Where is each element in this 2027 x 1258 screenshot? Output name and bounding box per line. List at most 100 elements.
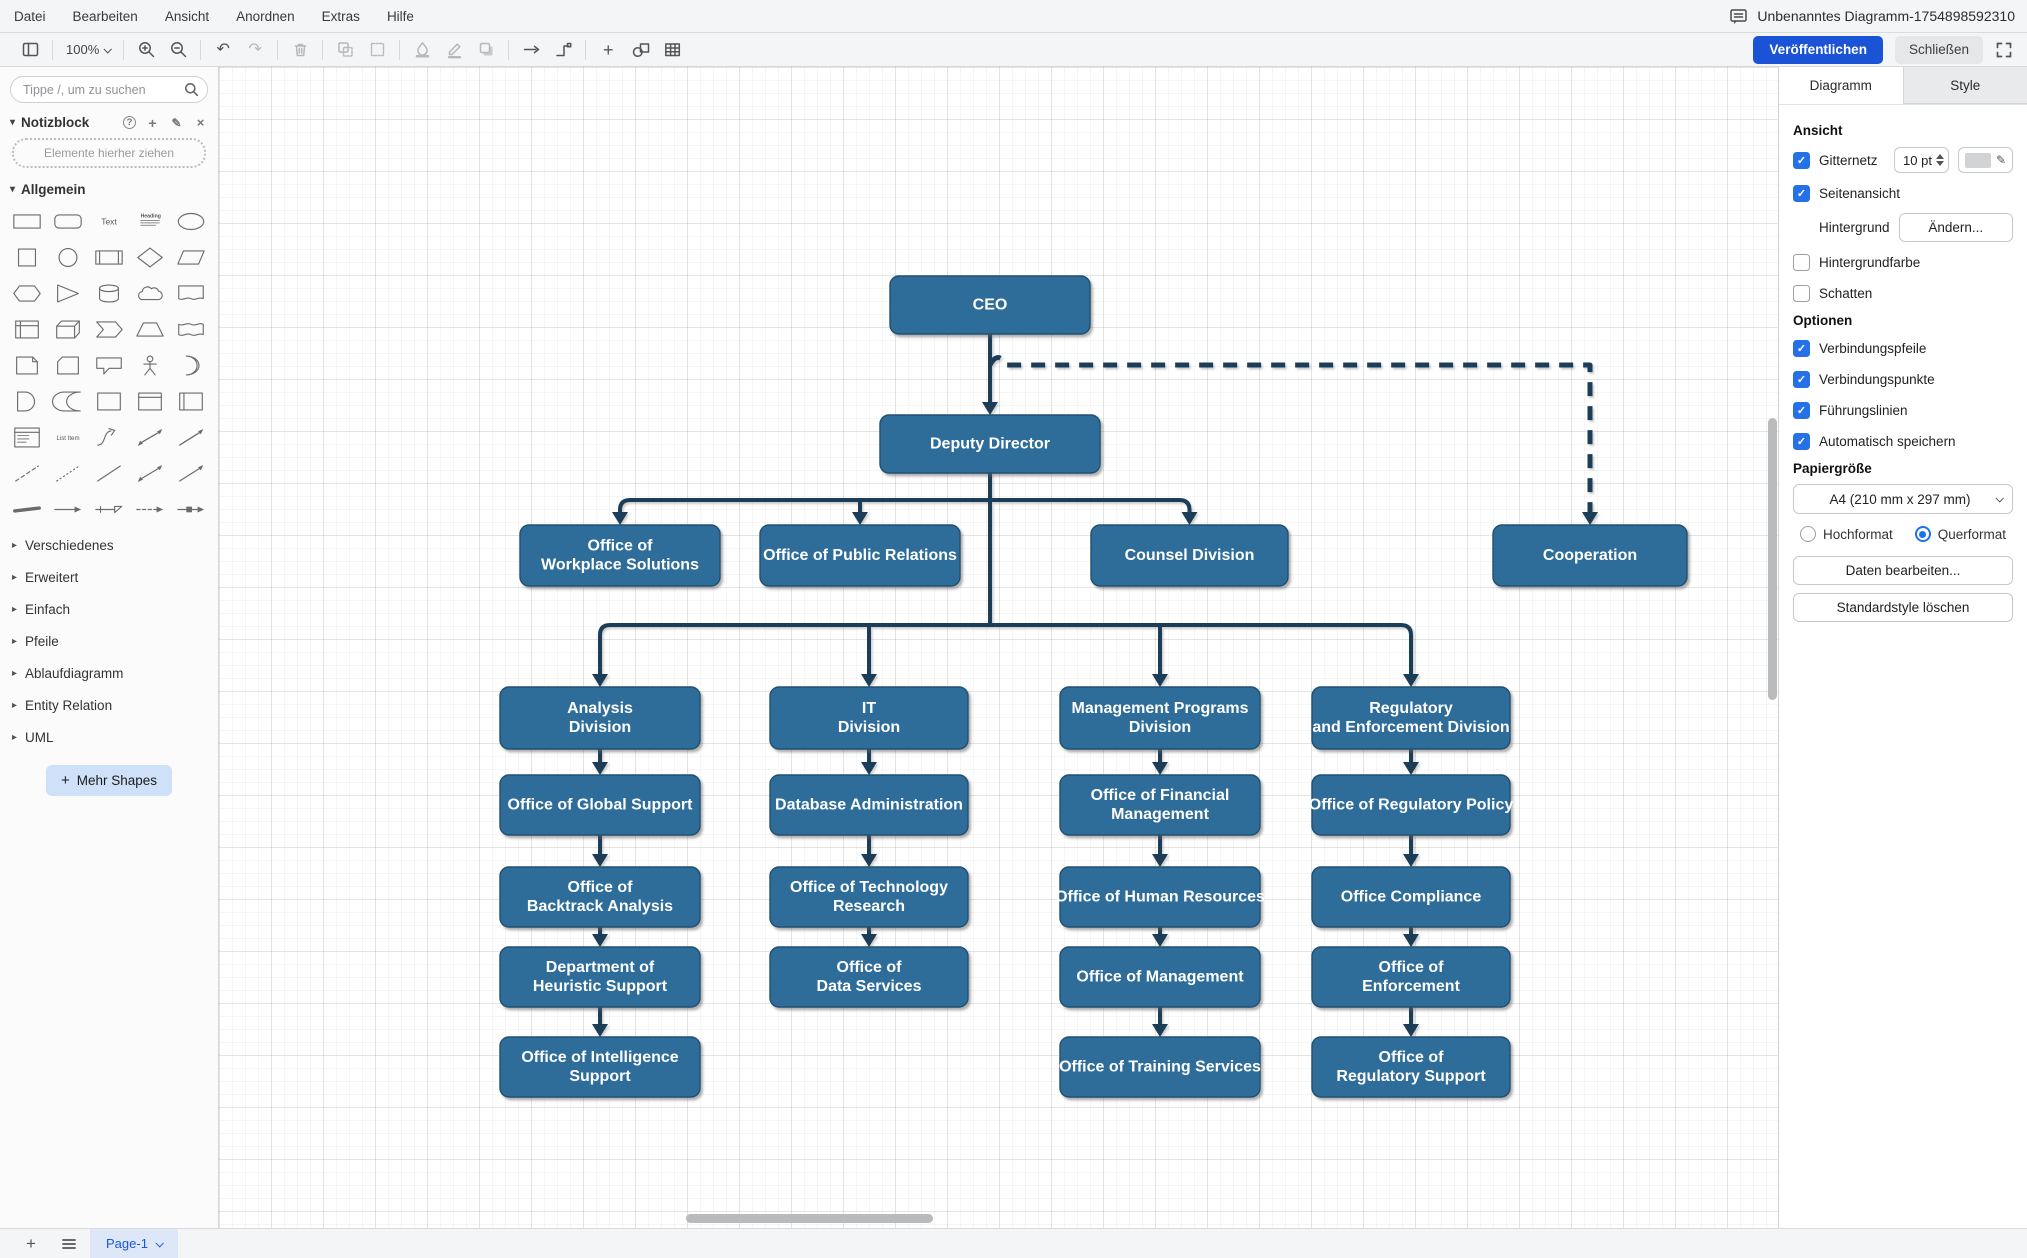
org-node-training[interactable]: Office of Training Services xyxy=(1059,1036,1261,1098)
shape-trapezoid[interactable] xyxy=(130,311,171,347)
notizblock-section-header[interactable]: ▾ Notizblock ? + ✎ × xyxy=(0,103,218,134)
edge-branch-level2[interactable] xyxy=(592,623,1419,687)
shape-internal-storage[interactable] xyxy=(6,311,47,347)
comment-icon[interactable] xyxy=(1729,7,1748,26)
checkbox[interactable] xyxy=(1793,253,1810,271)
checkbox[interactable]: ✓ xyxy=(1793,339,1810,357)
sidebar-section-verschiedenes[interactable]: ▸Verschiedenes xyxy=(12,537,114,553)
search-input[interactable] xyxy=(10,76,208,103)
shape-or[interactable] xyxy=(171,347,212,383)
more-shapes-button[interactable]: + Mehr Shapes xyxy=(45,765,173,796)
shape-step[interactable] xyxy=(88,311,129,347)
edge-it-database[interactable] xyxy=(861,749,877,775)
shape-container-title[interactable] xyxy=(130,383,171,419)
canvas-hscrollbar[interactable] xyxy=(686,1214,933,1223)
help-icon[interactable]: ? xyxy=(123,116,136,129)
shape-textbox[interactable]: Heading xyxy=(130,203,171,239)
shape-actor[interactable] xyxy=(130,347,171,383)
paper-size-select[interactable]: A4 (210 mm x 297 mm) xyxy=(1793,484,2013,514)
shape-and[interactable] xyxy=(6,383,47,419)
sidebar-section-erweitert[interactable]: ▸Erweitert xyxy=(12,569,79,585)
checkbox[interactable]: ✓ xyxy=(1793,401,1810,419)
page-tab[interactable]: Page-1 xyxy=(90,1228,178,1258)
add-page-button[interactable]: + xyxy=(14,1229,48,1258)
edge-analysis-global[interactable] xyxy=(592,749,608,775)
delete-icon[interactable] xyxy=(285,36,315,64)
shape-simple-arrow-link[interactable] xyxy=(88,491,129,527)
edge-global-backtrack[interactable] xyxy=(592,835,608,867)
org-node-database[interactable]: Database Administration xyxy=(769,774,969,836)
shape-rectangle[interactable] xyxy=(6,203,47,239)
publish-button[interactable]: Veröffentlichen xyxy=(1753,35,1883,64)
org-node-counsel[interactable]: Counsel Division xyxy=(1090,524,1289,587)
edge-ceo-deputy[interactable] xyxy=(982,334,998,415)
shape-bidirectional-arrow[interactable] xyxy=(130,419,171,455)
shape-link[interactable] xyxy=(6,491,47,527)
shape-container[interactable] xyxy=(88,383,129,419)
shape-circle[interactable] xyxy=(47,239,88,275)
shape-cloud[interactable] xyxy=(130,275,171,311)
shadow-icon[interactable] xyxy=(471,36,501,64)
fill-color-icon[interactable] xyxy=(407,36,437,64)
shape-triangle[interactable] xyxy=(47,275,88,311)
shape-square[interactable] xyxy=(6,239,47,275)
arrow-style-icon[interactable] xyxy=(516,36,546,64)
format-panel-toggle-icon[interactable] xyxy=(15,36,45,64)
shape-tape[interactable] xyxy=(171,311,212,347)
close-button[interactable]: Schließen xyxy=(1894,35,1983,64)
edge-branch-level1[interactable] xyxy=(612,498,1198,525)
edge-hr-mgmt[interactable] xyxy=(1152,927,1168,947)
edge-tech-dataservices[interactable] xyxy=(861,927,877,947)
org-node-cooperation[interactable]: Cooperation xyxy=(1492,524,1688,587)
edge-enforcement-regsupport[interactable] xyxy=(1403,1007,1419,1037)
shape-line[interactable] xyxy=(88,455,129,491)
sidebar-section-entity-relation[interactable]: ▸Entity Relation xyxy=(12,697,113,713)
checkbox[interactable]: ✓ xyxy=(1793,151,1810,169)
edge-compliance-enforcement[interactable] xyxy=(1403,927,1419,947)
checkbox[interactable]: ✓ xyxy=(1793,184,1810,202)
menu-datei[interactable]: Datei xyxy=(14,8,46,24)
checkbox[interactable] xyxy=(1793,284,1810,302)
canvas-vscrollbar[interactable] xyxy=(1768,418,1777,700)
zoom-out-icon[interactable] xyxy=(163,36,193,64)
add-icon[interactable]: + xyxy=(148,114,157,131)
sidebar-section-einfach[interactable]: ▸Einfach xyxy=(12,601,71,617)
menu-ansicht[interactable]: Ansicht xyxy=(164,8,210,24)
edge-financial-hr[interactable] xyxy=(1152,835,1168,867)
org-node-global[interactable]: Office of Global Support xyxy=(499,774,701,836)
tab-diagramm[interactable]: Diagramm xyxy=(1809,78,1872,93)
org-node-ceo[interactable]: CEO xyxy=(889,275,1091,335)
shape-ellipse[interactable] xyxy=(171,203,212,239)
edge-mgmtprog-financial[interactable] xyxy=(1152,749,1168,775)
shape-dotted-line[interactable] xyxy=(47,455,88,491)
edge-regdiv-regpolicy[interactable] xyxy=(1403,749,1419,775)
shape-arrow-link[interactable] xyxy=(47,491,88,527)
stepper-icon[interactable] xyxy=(1935,154,1944,166)
shape-process[interactable] xyxy=(88,239,129,275)
edge-dashed-cooperation[interactable] xyxy=(987,355,1598,526)
search-icon[interactable] xyxy=(184,82,199,97)
checkbox[interactable]: ✓ xyxy=(1793,370,1810,388)
redo-icon[interactable]: ↷ xyxy=(240,36,270,64)
edge-database-tech[interactable] xyxy=(861,835,877,867)
org-node-publicrel[interactable]: Office of Public Relations xyxy=(759,524,961,587)
org-node-hr[interactable]: Office of Human Resources xyxy=(1055,866,1265,928)
menu-anordnen[interactable]: Anordnen xyxy=(236,8,295,24)
sidebar-section-pfeile[interactable]: ▸Pfeile xyxy=(12,633,59,649)
connector-style-icon[interactable] xyxy=(548,36,578,64)
shape-cylinder[interactable] xyxy=(88,275,129,311)
menu-hilfe[interactable]: Hilfe xyxy=(386,8,414,24)
table-icon[interactable] xyxy=(657,36,687,64)
shape-data-storage[interactable] xyxy=(47,383,88,419)
shape-dashed-link[interactable] xyxy=(130,491,171,527)
copy-icon[interactable] xyxy=(330,36,360,64)
